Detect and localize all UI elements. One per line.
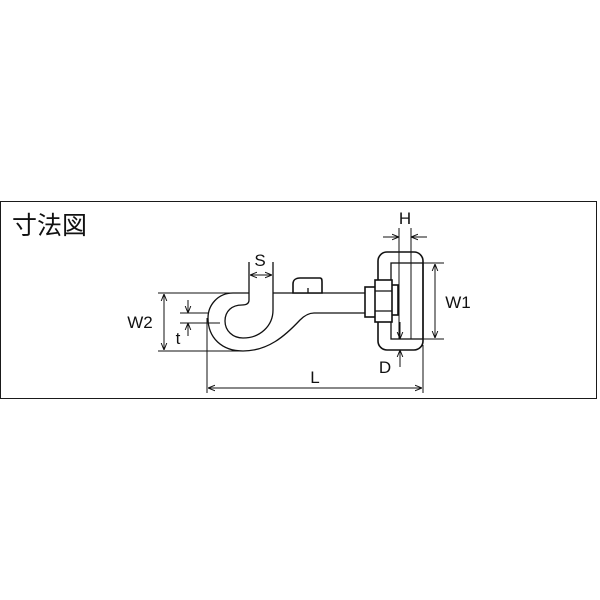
- hex-nut: [374, 279, 393, 323]
- thumb-latch: [292, 277, 323, 294]
- hook-inner-curl: [224, 262, 274, 339]
- dimension-D: D: [379, 322, 400, 377]
- hook-outer-contour: [207, 292, 315, 352]
- label-W2: W2: [127, 313, 153, 332]
- snap-hook: [207, 251, 424, 352]
- dimension-W2: W2: [127, 292, 243, 352]
- dimension-H: H: [383, 209, 427, 339]
- dimension-S: S: [248, 251, 274, 293]
- label-H: H: [399, 209, 411, 228]
- label-t: t: [176, 329, 181, 348]
- dimension-W1: W1: [423, 262, 471, 340]
- label-D: D: [379, 358, 391, 377]
- label-L: L: [310, 368, 319, 387]
- label-W1: W1: [445, 293, 471, 312]
- diagram-frame: [0, 201, 597, 399]
- label-S: S: [254, 251, 265, 270]
- dimension-t: t: [176, 300, 220, 348]
- dimension-L: L: [206, 318, 424, 393]
- diagram-title: 寸法図: [12, 211, 88, 240]
